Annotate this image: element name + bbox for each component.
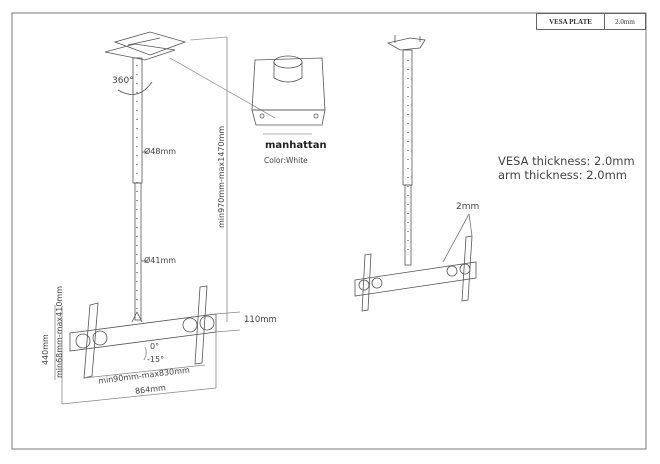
thickness-callout: 2mm xyxy=(456,202,480,212)
drawing-frame xyxy=(11,12,647,450)
inset-plate xyxy=(251,55,326,135)
rotation-label: 360° xyxy=(112,76,134,86)
color-label: Color:White xyxy=(264,156,308,165)
inset-leader xyxy=(169,57,276,119)
title-block: VESA PLATE 2.0mm xyxy=(536,13,646,30)
title-block-label: VESA PLATE xyxy=(537,14,605,29)
tilt-bottom-label: -15° xyxy=(147,355,165,364)
left-pole xyxy=(117,57,153,321)
vesa-thickness-text: VESA thickness: 2.0mm xyxy=(498,154,635,168)
vesa-height-label: 440mm xyxy=(41,334,50,365)
tilt-top-label: 0° xyxy=(150,342,160,351)
left-crossbar xyxy=(69,285,217,379)
lower-pole-diameter: Ø41mm xyxy=(144,256,177,265)
left-dimension-lines xyxy=(54,305,241,405)
manhattan-logo: manhattan xyxy=(265,140,327,151)
height-range-label: min970mm-max1470mm xyxy=(217,125,226,228)
left-ceiling-plate xyxy=(104,31,187,61)
arm-thickness-text: arm thickness: 2.0mm xyxy=(498,168,627,182)
upper-pole-diameter: Ø48mm xyxy=(144,147,177,156)
vesa-vertical-range-label: min68mm-max410mm xyxy=(55,285,64,378)
title-block-value: 2.0mm xyxy=(615,17,635,26)
plate-depth-label: 110mm xyxy=(244,315,277,325)
right-mount xyxy=(354,35,477,312)
